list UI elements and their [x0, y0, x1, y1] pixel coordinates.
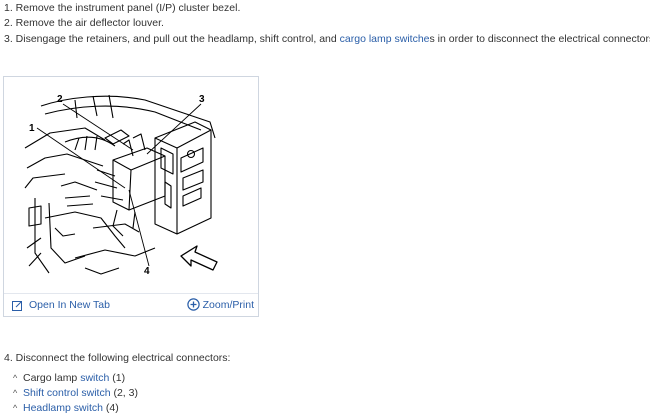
- figure-toolbar: Open In New Tab Zoom/Print: [4, 293, 258, 316]
- step-3-text-start: 3. Disengage the retainers, and pull out…: [4, 33, 340, 45]
- open-in-new-tab-button[interactable]: Open In New Tab: [12, 299, 110, 311]
- figure-panel: 1 2 3 4 Open In New Tab Zoom/Print: [3, 76, 259, 317]
- step-4-intro: 4. Disconnect the following electrical c…: [4, 352, 231, 364]
- list-item: ^ Shift control switch (2, 3): [13, 386, 138, 401]
- callout-3: 3: [199, 94, 205, 105]
- headlamp-switch-diagram: 1 2 3 4: [24, 94, 218, 277]
- callout-4: 4: [144, 266, 150, 277]
- list-item-ref: (1): [109, 372, 126, 384]
- zoom-print-label: Zoom/Print: [202, 298, 254, 311]
- caret-icon: ^: [13, 403, 18, 413]
- zoom-print-button[interactable]: Zoom/Print: [186, 298, 254, 311]
- list-item: ^ Headlamp switch (4): [13, 401, 138, 416]
- list-item-ref: (4): [102, 402, 119, 414]
- shift-control-switch-link[interactable]: Shift control switch: [23, 387, 111, 399]
- zoom-plus-icon: [186, 298, 200, 311]
- connector-list: ^ Cargo lamp switch (1) ^ Shift control sw…: [13, 371, 138, 416]
- headlamp-switch-link[interactable]: Headlamp switch: [23, 402, 103, 414]
- caret-icon: ^: [13, 373, 18, 383]
- list-item-ref: (2, 3): [110, 387, 138, 399]
- cargo-lamp-switch-link[interactable]: cargo lamp switche: [339, 33, 430, 45]
- step-3-text-end: s in order to disconnect the electrical …: [429, 33, 650, 45]
- list-item: ^ Cargo lamp switch (1): [13, 371, 138, 386]
- open-in-new-tab-label: Open In New Tab: [29, 299, 110, 311]
- callout-1: 1: [29, 123, 35, 134]
- list-item-text: Cargo lamp: [23, 372, 81, 384]
- step-2-text: 2. Remove the air deflector louver.: [4, 17, 164, 29]
- switch-link[interactable]: switch: [80, 372, 110, 384]
- callout-2: 2: [57, 94, 63, 105]
- caret-icon: ^: [13, 388, 18, 398]
- step-3-text: 3. Disengage the retainers, and pull out…: [4, 33, 650, 46]
- step-1-text: 1. Remove the instrument panel (I/P) clu…: [4, 2, 241, 14]
- open-in-new-tab-icon: [12, 300, 22, 311]
